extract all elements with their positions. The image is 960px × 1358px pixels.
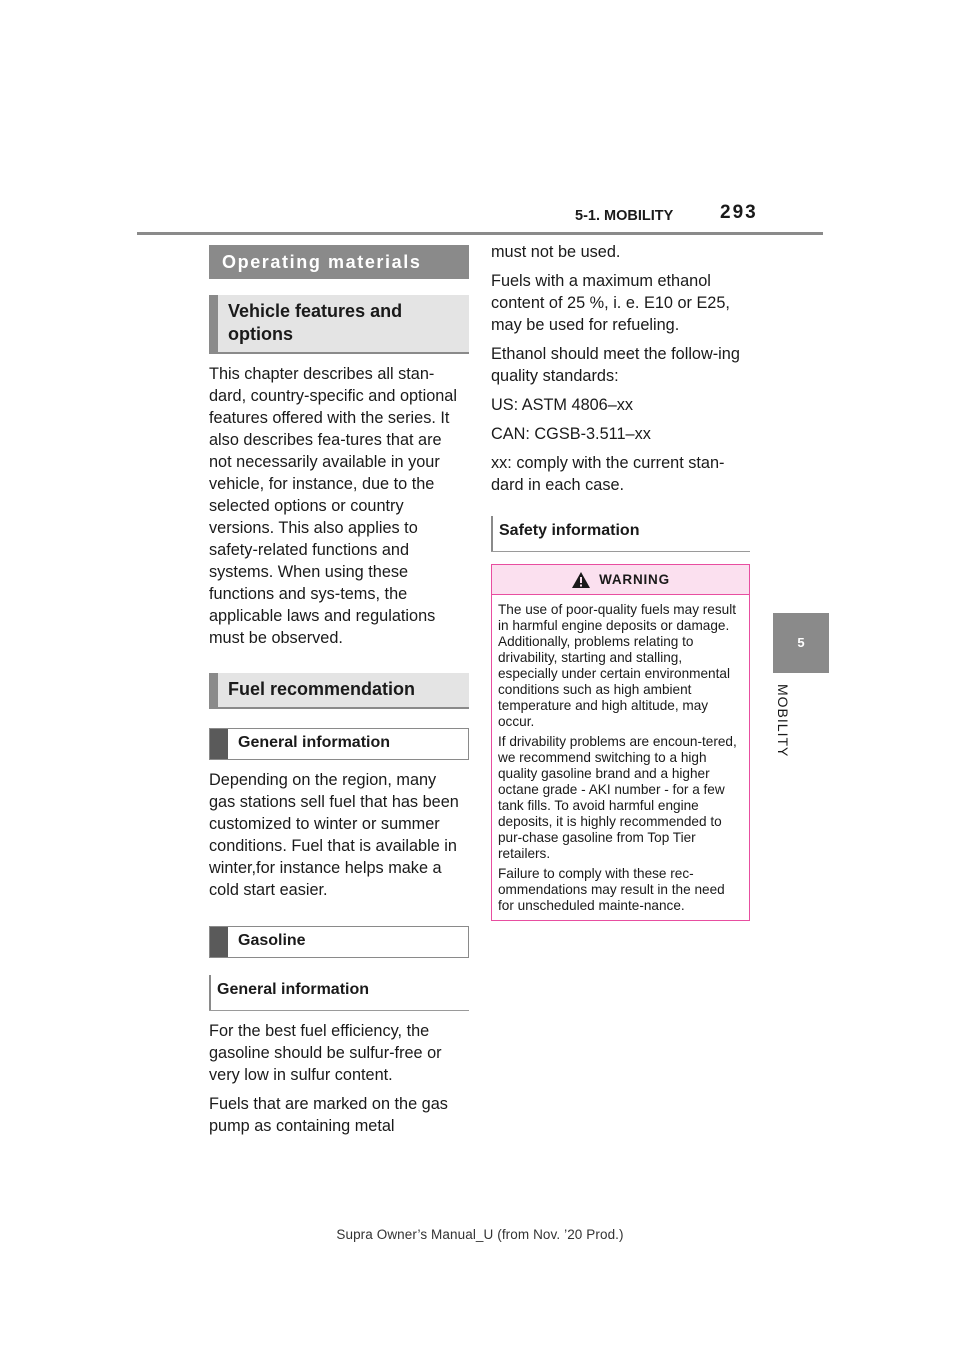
right-column: must not be used. Fuels with a maximum e…: [491, 241, 751, 921]
footer-text: Supra Owner’s Manual_U (from Nov. ’20 Pr…: [336, 1227, 624, 1242]
ethanol-text-1: Fuels with a maximum ethanol content of …: [491, 272, 730, 334]
vehicle-features-heading: Vehicle features and options: [209, 295, 469, 354]
heading-marker: [491, 516, 493, 551]
vehicle-features-heading-text: Vehicle features and options: [228, 301, 403, 344]
gasoline-text-1: For the best fuel efficiency, the gasoli…: [209, 1022, 442, 1084]
warning-paragraph: The use of poor-quality fuels may result…: [498, 602, 737, 729]
standard-xx: xx: comply with the current stan-dard in…: [491, 454, 725, 494]
chapter-tab[interactable]: 5: [773, 613, 829, 673]
heading-marker: [210, 729, 228, 759]
heading-marker: [209, 975, 211, 1010]
warning-triangle-icon: [572, 571, 591, 588]
left-column: Operating materials Vehicle features and…: [209, 245, 469, 1137]
page-number: 293: [720, 202, 758, 223]
vehicle-features-text: This chapter describes all stan-dard, co…: [209, 365, 457, 647]
ethanol-text-2: Ethanol should meet the follow-ing quali…: [491, 345, 740, 385]
gasoline-general-heading-text: General information: [217, 981, 370, 998]
fuel-recommendation-heading-text: Fuel recommendation: [228, 679, 416, 699]
safety-information-heading: Safety information: [491, 516, 750, 552]
section-title: 5-1. MOBILITY: [575, 208, 674, 224]
safety-information-heading-text: Safety information: [499, 522, 640, 539]
warning-box: WARNING The use of poor-quality fuels ma…: [491, 564, 750, 921]
general-information-heading: General information: [209, 728, 469, 760]
gasoline-heading-text: Gasoline: [238, 932, 306, 949]
continued-text: must not be used.: [491, 243, 621, 261]
gasoline-text-2: Fuels that are marked on the gas pump as…: [209, 1095, 448, 1135]
chapter-label: MOBILITY: [771, 684, 791, 774]
warning-paragraph: Failure to comply with these rec-ommenda…: [498, 866, 725, 913]
warning-header: WARNING: [492, 565, 749, 595]
header-divider: [137, 232, 823, 235]
chapter-heading: Operating materials: [209, 245, 469, 279]
gasoline-heading: Gasoline: [209, 926, 469, 958]
fuel-recommendation-heading: Fuel recommendation: [209, 673, 469, 709]
fuel-general-text: Depending on the region, many gas statio…: [209, 771, 459, 899]
warning-title: WARNING: [599, 572, 670, 587]
warning-body: The use of poor-quality fuels may result…: [492, 595, 749, 920]
gasoline-general-heading: General information: [209, 975, 469, 1011]
heading-marker: [209, 673, 218, 707]
heading-marker: [209, 295, 218, 352]
warning-paragraph: If drivability problems are encoun-tered…: [498, 734, 737, 861]
chapter-label-text: MOBILITY: [775, 684, 791, 758]
standard-can: CAN: CGSB-3.511–xx: [491, 425, 651, 443]
standard-us: US: ASTM 4806–xx: [491, 396, 634, 414]
general-information-heading-text: General information: [238, 734, 391, 751]
heading-marker: [210, 927, 228, 957]
